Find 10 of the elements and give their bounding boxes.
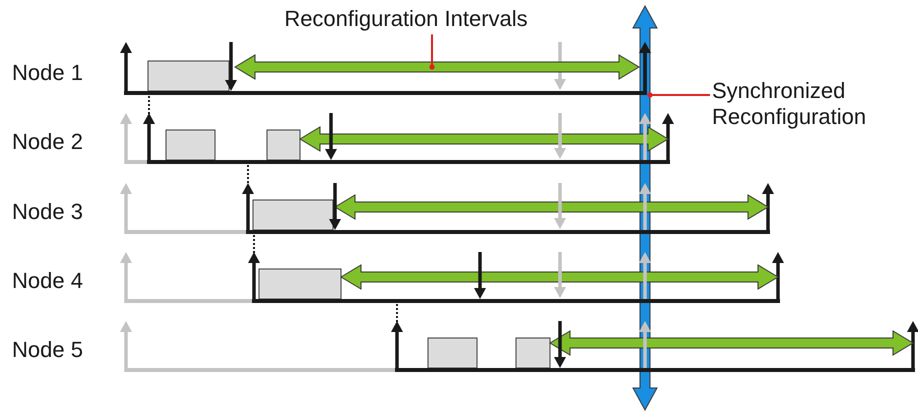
callout-text: Reconfiguration Intervals: [283, 6, 529, 32]
callout-text: Synchronized Reconfiguration: [712, 78, 868, 131]
leader-line: [647, 92, 710, 98]
row-label: Node 5: [12, 337, 83, 364]
row-label: Node 1: [12, 60, 83, 86]
double-arrow: [234, 54, 640, 80]
leader-line: [429, 34, 435, 70]
row-label: Node 3: [12, 199, 83, 226]
row-label: Node 4: [12, 268, 83, 294]
row-label: Node 2: [12, 129, 83, 156]
